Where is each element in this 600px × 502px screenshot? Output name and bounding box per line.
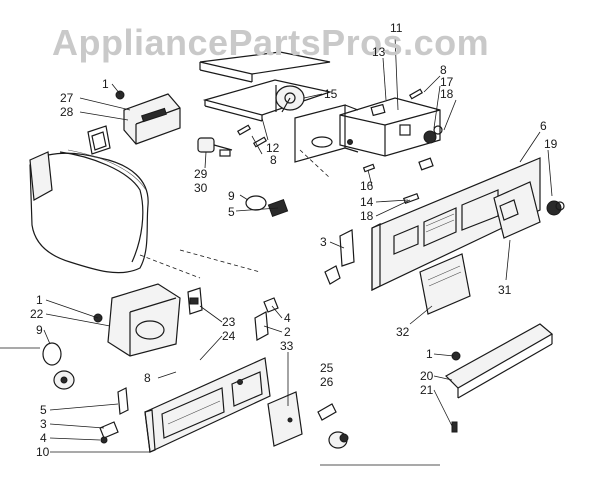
- callout-20: 20: [420, 369, 434, 383]
- watermark-text: AppliancePartsPros.com: [52, 22, 489, 63]
- callout-1: 1: [102, 77, 109, 91]
- knob: [317, 403, 349, 449]
- dash-guide-2: [299, 149, 331, 179]
- clip-3-upper: [339, 229, 355, 267]
- light-housing-lower: [93, 283, 181, 357]
- clips-middle: [254, 265, 341, 341]
- callout-27: 27: [60, 91, 74, 105]
- callout-22: 22: [30, 307, 44, 321]
- callout-14: 14: [360, 195, 374, 209]
- callout-6: 6: [540, 119, 547, 133]
- top-bracket: [199, 51, 331, 83]
- liner-duct: [29, 149, 201, 279]
- callout-18-mid: 18: [360, 209, 374, 223]
- callout-11: 11: [390, 21, 403, 35]
- callout-25: 25: [320, 361, 334, 375]
- callout-17: 17: [440, 75, 454, 89]
- screws-top: [236, 88, 424, 148]
- callout-33: 33: [280, 339, 294, 353]
- small-panel: [187, 287, 203, 315]
- front-cover: [419, 253, 471, 315]
- callout-28: 28: [60, 105, 74, 119]
- switch-bracket: [115, 90, 181, 145]
- callout-5-upper: 5: [228, 205, 235, 219]
- trim-strip: [445, 323, 554, 433]
- callout-9-lower: 9: [36, 323, 43, 337]
- callout-21: 21: [420, 383, 434, 397]
- callout-9-upper: 9: [228, 189, 235, 203]
- callout-labels: 1 27 28 11 13 15 12 8 8 17 18 6 19 29 30…: [30, 21, 558, 459]
- bulb-upper: [245, 195, 289, 218]
- bulb-lower: [42, 342, 75, 390]
- callout-30: 30: [194, 181, 208, 195]
- control-bracket: [339, 97, 443, 157]
- callout-8-lower: 8: [144, 371, 151, 385]
- callout-18-top: 18: [440, 87, 454, 101]
- callout-2: 2: [284, 325, 291, 339]
- callout-12: 12: [266, 141, 280, 155]
- damper-housing: [202, 79, 333, 122]
- leader-lines: [43, 35, 553, 453]
- callout-1-mid: 1: [36, 293, 43, 307]
- small-parts-center: [362, 157, 434, 204]
- callout-29: 29: [194, 167, 208, 181]
- dash-guide: [179, 249, 261, 273]
- callout-10: 10: [36, 445, 50, 459]
- callout-3-lower: 3: [40, 417, 47, 431]
- cover-plate-33: [267, 391, 303, 447]
- callout-8-top: 8: [270, 153, 277, 167]
- center-plate: [294, 104, 359, 163]
- callout-19: 19: [544, 137, 558, 151]
- callout-24: 24: [222, 329, 236, 343]
- label-plate: [493, 181, 565, 239]
- callout-16: 16: [360, 179, 374, 193]
- callout-3-upper: 3: [320, 235, 327, 249]
- callout-26: 26: [320, 375, 334, 389]
- callout-1-right: 1: [426, 347, 433, 361]
- callout-13: 13: [372, 45, 386, 59]
- callout-32: 32: [396, 325, 410, 339]
- callout-31: 31: [498, 283, 512, 297]
- callout-23: 23: [222, 315, 236, 329]
- clips-lower-left: [99, 387, 129, 444]
- callout-4-mid: 4: [284, 311, 291, 325]
- switch-28: [87, 125, 111, 155]
- callout-5-lower: 5: [40, 403, 47, 417]
- callout-8-right: 8: [440, 63, 447, 77]
- callout-4-lower: 4: [40, 431, 47, 445]
- callout-15: 15: [324, 87, 338, 101]
- lower-panel: [144, 357, 271, 453]
- socket-29: [197, 137, 233, 157]
